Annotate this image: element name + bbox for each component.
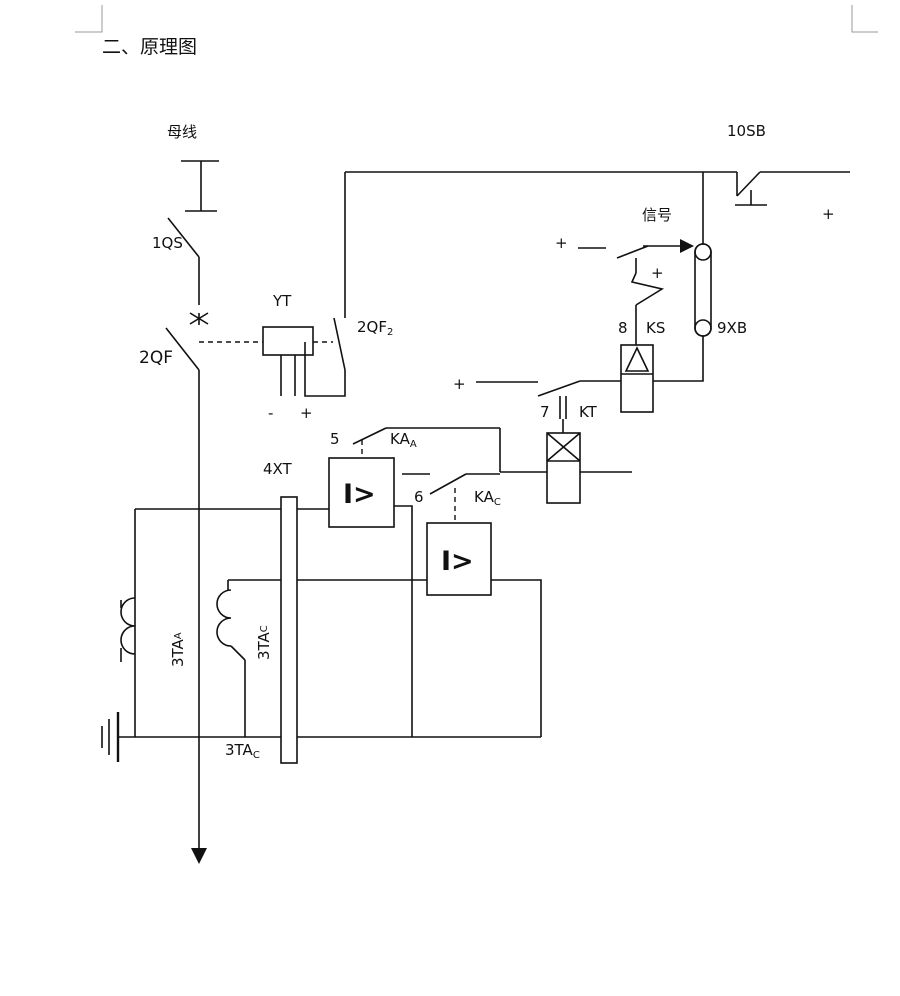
signal-relay-ks: [620, 344, 654, 413]
signal-plus: +: [555, 234, 568, 252]
signal-relay-number: 8: [618, 319, 628, 337]
disconnector-label: 1QS: [152, 234, 183, 252]
breaker-aux-label: 2QF2: [357, 318, 393, 338]
breaker-2qf: [165, 312, 209, 371]
ka-c-contact: [402, 473, 500, 523]
terminal-block-4xt: [280, 496, 298, 764]
ka-a-number: 5: [330, 430, 340, 448]
ka-a-label: KAA: [390, 430, 417, 450]
busbar-label: 母线: [167, 123, 197, 141]
signal-label: 信号: [642, 206, 672, 224]
secondary-wiring: [118, 505, 542, 738]
breaker-label: 2QF: [139, 348, 173, 368]
trip-coil-plus: +: [300, 404, 313, 422]
time-relay-label: KT: [579, 403, 598, 421]
ka-c-number: 6: [414, 488, 424, 506]
ct-c-bottom-label: 3TAC: [225, 741, 260, 761]
ks-contact-plus: +: [651, 264, 664, 282]
signal-relay-label: KS: [646, 319, 665, 337]
ct-c-label: 3TAC: [255, 625, 273, 660]
busbar-symbol: [181, 160, 219, 212]
signal-arrow-icon: [680, 239, 694, 253]
primary-feeder-line: [191, 370, 207, 864]
time-relay-kt: [500, 432, 632, 504]
pushbutton-plus: +: [822, 205, 835, 223]
pushbutton-label: 10SB: [727, 122, 766, 140]
ks-contact: [616, 245, 665, 345]
load-arrow-icon: [191, 848, 207, 864]
ka-c-label: KAC: [474, 488, 501, 508]
top-control-wire: [345, 171, 850, 197]
section-heading: 二、原理图: [102, 36, 198, 58]
trip-coil-yt: [262, 326, 314, 396]
current-relay-c-symbol: I>: [441, 546, 474, 577]
time-relay-number: 7: [540, 403, 550, 421]
ka-a-contact: [352, 427, 501, 472]
terminal-block-label: 4XT: [263, 460, 293, 478]
ct-c-coil: [216, 589, 246, 661]
trip-coil-minus: -: [268, 404, 273, 422]
ct-a-label: 3TAA: [169, 632, 187, 667]
signal-wire: [578, 239, 694, 253]
current-relay-c: [426, 522, 492, 596]
kt-left-plus: +: [453, 375, 466, 393]
current-relay-a-symbol: I>: [343, 479, 376, 510]
pushbutton-10sb: [735, 190, 767, 206]
breaker-aux-contact: [304, 172, 346, 397]
current-relay-a: [328, 457, 395, 528]
disconnector-1qs: [167, 217, 200, 305]
kt-contact: [476, 380, 621, 433]
connector-label: 9XB: [717, 319, 747, 337]
trip-coil-label: YT: [272, 292, 292, 310]
page-crop-marks: [75, 5, 878, 33]
ct-a-coil: [120, 597, 136, 662]
connector-9xb: [653, 172, 712, 382]
ground-icon: [101, 712, 120, 762]
